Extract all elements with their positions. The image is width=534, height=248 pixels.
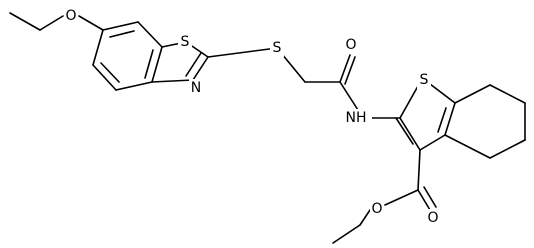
atom-label-ether-o: O bbox=[64, 7, 78, 25]
bond bbox=[192, 56, 209, 81]
atom-label-benzothiazole-s: S bbox=[178, 33, 192, 51]
bond bbox=[144, 49, 154, 79]
atom-label-amide-o: O bbox=[344, 36, 358, 54]
bond bbox=[384, 189, 419, 206]
svg-text:S: S bbox=[420, 72, 429, 88]
bond bbox=[489, 84, 526, 104]
svg-text:S: S bbox=[273, 40, 282, 56]
atom-label-thioether-s: S bbox=[270, 39, 284, 57]
bond bbox=[109, 30, 135, 38]
bond bbox=[395, 117, 414, 145]
bond bbox=[429, 83, 456, 104]
bond bbox=[78, 15, 104, 31]
bond bbox=[115, 81, 153, 91]
ethyl-ester-group bbox=[332, 149, 437, 244]
atom-label-thiophene-s: S bbox=[417, 71, 431, 89]
svg-text:S: S bbox=[181, 34, 190, 50]
atom-label-benzothiazole-n: N bbox=[189, 79, 203, 97]
svg-text:N: N bbox=[191, 80, 201, 96]
bond bbox=[344, 56, 356, 85]
bond bbox=[9, 12, 41, 31]
bond bbox=[137, 21, 163, 48]
thioacetamide-linker bbox=[207, 47, 359, 111]
bond bbox=[444, 102, 456, 136]
bond bbox=[399, 85, 419, 119]
bond bbox=[151, 46, 163, 83]
svg-text:O: O bbox=[427, 210, 438, 226]
bond bbox=[185, 52, 202, 77]
bond bbox=[399, 117, 421, 151]
bond bbox=[417, 189, 431, 211]
bond bbox=[419, 134, 446, 151]
bond bbox=[423, 186, 437, 208]
atom-label-ester-o-double: O bbox=[426, 209, 440, 227]
atom-label-ester-o-single: O bbox=[370, 200, 384, 218]
bond bbox=[92, 64, 117, 91]
bond bbox=[207, 47, 278, 58]
bond bbox=[359, 209, 371, 226]
bond bbox=[339, 81, 359, 111]
bond bbox=[489, 139, 526, 159]
svg-text:NH: NH bbox=[346, 110, 367, 126]
bond bbox=[444, 134, 491, 159]
atom-label-amide-nh: NH bbox=[340, 109, 372, 127]
bond bbox=[339, 54, 351, 83]
bond bbox=[454, 84, 491, 104]
bond bbox=[417, 149, 421, 191]
benzothiazole-benzene-ring bbox=[92, 21, 163, 91]
bond bbox=[437, 107, 447, 133]
bond bbox=[102, 21, 139, 31]
bond bbox=[39, 15, 64, 31]
bond bbox=[151, 79, 194, 83]
svg-text:O: O bbox=[65, 8, 76, 24]
cyclohexene-ring bbox=[444, 84, 526, 159]
thiophene-ring bbox=[371, 83, 456, 151]
bond bbox=[100, 62, 120, 83]
bond bbox=[332, 224, 361, 244]
bond bbox=[92, 29, 104, 66]
svg-text:O: O bbox=[345, 37, 356, 53]
svg-text:O: O bbox=[371, 201, 382, 217]
ethoxy-group bbox=[9, 12, 104, 31]
